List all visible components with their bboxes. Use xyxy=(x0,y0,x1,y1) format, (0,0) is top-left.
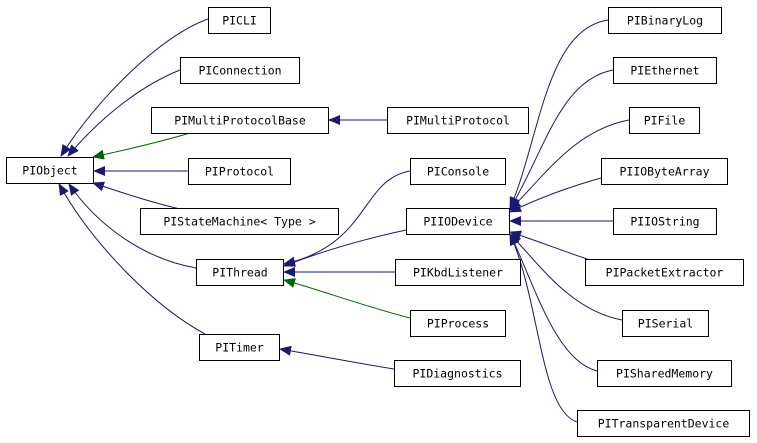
class-node-label: PIPacketExtractor xyxy=(606,266,724,280)
class-node-label: PITransparentDevice xyxy=(598,417,730,431)
class-node-box xyxy=(188,158,291,185)
edge-pi-ethernet-to-piio-device xyxy=(509,69,614,210)
edge-pi-thread-to-pi-object xyxy=(68,183,197,269)
class-node-box xyxy=(608,7,722,34)
class-node-pi-packet-extractor[interactable]: PIPacketExtractor xyxy=(585,259,744,286)
edge-pi-packet-extractor-to-piio-device xyxy=(509,230,591,261)
class-node-pi-multi-protocol-base[interactable]: PIMultiProtocolBase xyxy=(151,107,329,134)
class-node-piio-byte-array[interactable]: PIIOByteArray xyxy=(601,158,728,185)
edge-pi-shared-memory-to-piio-device xyxy=(509,233,598,372)
class-node-picli[interactable]: PICLI xyxy=(208,7,271,34)
class-node-box xyxy=(597,360,732,387)
class-node-box xyxy=(410,158,506,185)
edge-pi-state-machine-to-pi-object xyxy=(92,181,181,210)
class-node-box xyxy=(622,310,709,337)
edge-pi-serial-to-piio-device xyxy=(509,233,623,321)
edge-pi-timer-to-pi-object xyxy=(58,183,206,335)
class-node-label: PIStateMachine< Type > xyxy=(163,215,315,229)
edge-pi-console-to-pi-thread xyxy=(283,170,411,267)
class-node-label: PIDiagnostics xyxy=(412,367,502,381)
class-node-box xyxy=(199,334,280,361)
class-node-pi-file[interactable]: PIFile xyxy=(629,107,700,134)
class-node-pi-connection[interactable]: PIConnection xyxy=(180,57,300,84)
class-node-box xyxy=(151,107,329,134)
class-node-pi-timer[interactable]: PITimer xyxy=(199,334,280,361)
edge-pi-file-to-piio-device xyxy=(509,119,630,211)
edge-pi-diagnostics-to-pi-timer xyxy=(279,345,395,370)
class-node-box xyxy=(387,107,529,134)
class-node-box xyxy=(208,7,271,34)
class-node-label: PIThread xyxy=(212,266,267,280)
class-node-label: PIProtocol xyxy=(205,165,274,179)
class-node-box xyxy=(613,57,717,84)
edge-pi-binary-log-to-piio-device xyxy=(509,19,609,209)
class-node-pi-transparent-device[interactable]: PITransparentDevice xyxy=(577,410,750,437)
edge-pi-process-to-pi-thread xyxy=(283,278,411,319)
class-node-label: PIKbdListener xyxy=(413,266,503,280)
class-node-label: PISerial xyxy=(638,317,693,331)
class-node-pi-binary-log[interactable]: PIBinaryLog xyxy=(608,7,722,34)
class-node-pi-thread[interactable]: PIThread xyxy=(196,259,284,286)
edge-pi-multi-protocol-base-to-pi-object xyxy=(92,132,191,160)
class-node-box xyxy=(410,310,506,337)
class-node-piio-device[interactable]: PIIODevice xyxy=(406,208,510,235)
class-node-box xyxy=(629,107,700,134)
class-node-label: PICLI xyxy=(222,14,257,28)
class-node-piio-string[interactable]: PIIOString xyxy=(613,208,717,235)
class-node-pi-shared-memory[interactable]: PISharedMemory xyxy=(597,360,732,387)
class-node-label: PIMultiProtocolBase xyxy=(174,114,306,128)
class-node-pi-process[interactable]: PIProcess xyxy=(410,310,506,337)
class-node-label: PIFile xyxy=(644,114,686,128)
class-node-pi-console[interactable]: PIConsole xyxy=(410,158,506,185)
nodes: PIObject PICLI PIConnectionPIMultiProtocol… xyxy=(6,7,750,437)
class-node-pi-state-machine[interactable]: PIStateMachine< Type > xyxy=(140,208,339,235)
class-node-box xyxy=(613,208,717,235)
class-node-label: PIProcess xyxy=(427,317,489,331)
class-node-box xyxy=(395,259,521,286)
class-node-pi-multi-protocol[interactable]: PIMultiProtocol xyxy=(387,107,529,134)
class-node-box xyxy=(406,208,510,235)
class-node-pi-ethernet[interactable]: PIEthernet xyxy=(613,57,717,84)
class-node-box xyxy=(601,158,728,185)
class-node-box xyxy=(196,259,284,286)
edge-piio-byte-array-to-piio-device xyxy=(509,177,602,213)
class-node-label: PIMultiProtocol xyxy=(406,114,510,128)
class-node-box xyxy=(140,208,339,235)
class-node-box xyxy=(585,259,744,286)
class-node-box xyxy=(577,410,750,437)
class-node-pi-serial[interactable]: PISerial xyxy=(622,310,709,337)
class-node-label: PIEthernet xyxy=(630,64,699,78)
class-node-pi-kbd-listener[interactable]: PIKbdListener xyxy=(395,259,521,286)
class-node-pi-protocol[interactable]: PIProtocol xyxy=(188,158,291,185)
class-node-pi-diagnostics[interactable]: PIDiagnostics xyxy=(394,360,521,387)
class-node-label: PIIOByteArray xyxy=(619,165,709,179)
class-node-label: PIConsole xyxy=(427,165,489,179)
class-node-pi-object[interactable]: PIObject xyxy=(6,157,94,184)
class-node-label: PIIOString xyxy=(630,215,699,229)
class-node-label: PIConnection xyxy=(198,64,281,78)
edge-pi-connection-to-pi-object xyxy=(67,69,181,157)
class-node-box xyxy=(180,57,300,84)
class-node-label: PISharedMemory xyxy=(616,367,713,381)
edge-picli-to-pi-object xyxy=(60,18,209,157)
class-node-label: PIIODevice xyxy=(423,215,492,229)
edge-piio-device-to-pi-thread xyxy=(283,229,407,267)
class-node-label: PITimer xyxy=(215,341,264,355)
class-node-box xyxy=(394,360,521,387)
class-node-label: PIObject xyxy=(22,164,77,178)
class-node-label: PIBinaryLog xyxy=(627,14,703,28)
class-node-box xyxy=(6,157,94,184)
